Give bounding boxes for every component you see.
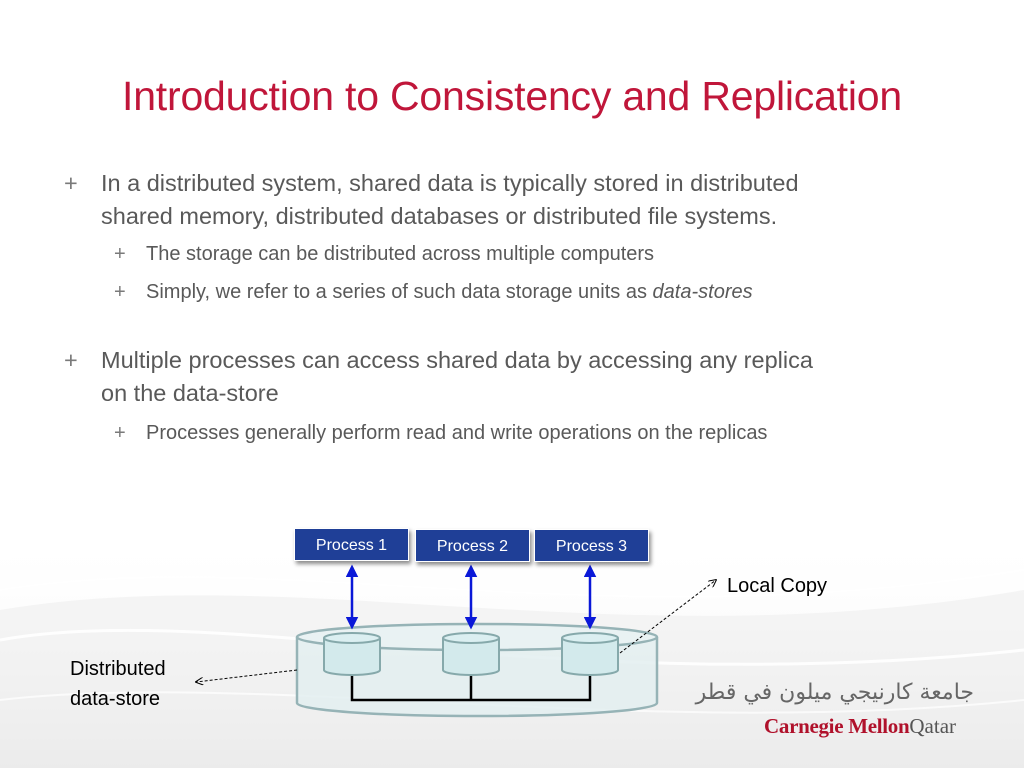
bullet-1-line-2: shared memory, distributed databases or … [101, 203, 778, 229]
carnegie-mellon-qatar-logo: جامعة كارنيجي ميلون في قطر Carnegie Mell… [696, 680, 1000, 750]
local-copy-1 [323, 632, 381, 676]
sub-bullet-marker: + [114, 281, 126, 303]
logo-arabic-text: جامعة كارنيجي ميلون في قطر [695, 680, 974, 705]
datastore-label-line-2: data-store [70, 688, 161, 710]
sub-bullet-marker: + [114, 243, 126, 265]
process-2-box: Process 2 [415, 529, 530, 562]
logo-english-text: Carnegie MellonQatar [764, 714, 956, 739]
bullet-list: + In a distributed system, shared data i… [64, 170, 813, 444]
local-copy-3 [561, 632, 619, 676]
process-3-box: Process 3 [534, 529, 649, 562]
data-stores-emphasis: data-stores [652, 281, 753, 303]
sub-bullet-1-2: Simply, we refer to a series of such dat… [146, 278, 753, 306]
sub-bullet-1-2-text: Simply, we refer to a series of such dat… [146, 281, 653, 303]
sub-bullet-2-1: Processes generally perform read and wri… [146, 422, 768, 444]
datastore-label-line-1: Distributed [70, 658, 166, 680]
local-copy-label: Local Copy [727, 575, 828, 597]
local-copy-2 [442, 632, 500, 676]
sub-bullet-1-1: The storage can be distributed across mu… [146, 243, 655, 265]
datastore-pointer [196, 669, 298, 682]
logo-name: Carnegie Mellon [764, 714, 910, 738]
bullet-2-line-2: on the data-store [101, 380, 279, 406]
bullet-marker: + [64, 347, 78, 373]
datastore-bus [350, 673, 592, 702]
process-1-box: Process 1 [294, 528, 409, 561]
bullet-marker: + [64, 170, 78, 196]
sub-bullet-marker: + [114, 422, 126, 444]
slide-title: Introduction to Consistency and Replicat… [122, 73, 902, 119]
bullet-1-line-1: In a distributed system, shared data is … [101, 170, 799, 196]
bullet-2-line-1: Multiple processes can access shared dat… [101, 347, 813, 373]
logo-suffix: Qatar [909, 714, 957, 738]
local-copy-pointer [619, 580, 716, 654]
